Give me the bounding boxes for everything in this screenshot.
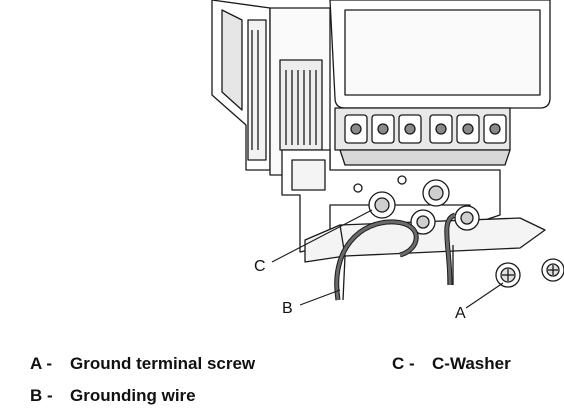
callout-a: A [455,305,466,322]
legend-text-a: Ground terminal screw [70,354,256,373]
ground-boss-left [368,191,396,219]
legend-key-a: A - [30,354,53,373]
c-washer-2 [454,205,480,231]
callout-b: B [282,300,293,317]
legend-item-b: B - Grounding wire [30,386,196,406]
leader-b [299,289,341,306]
legend-item-a: A - Ground terminal screw [30,354,255,374]
legend-key-b: B - [30,386,53,405]
callout-c: C [254,258,266,275]
ground-boss-right [422,179,450,207]
ground-screw-2 [541,258,564,282]
legend-text-b: Grounding wire [70,386,196,405]
ground-screw-1 [495,262,521,288]
legend-text-c: C-Washer [432,354,511,373]
c-washer-1 [410,209,436,235]
legend-key-c: C - [392,354,415,373]
leader-c [271,209,373,263]
legend-item-c: C - C-Washer [392,354,511,374]
leader-a [465,282,504,309]
